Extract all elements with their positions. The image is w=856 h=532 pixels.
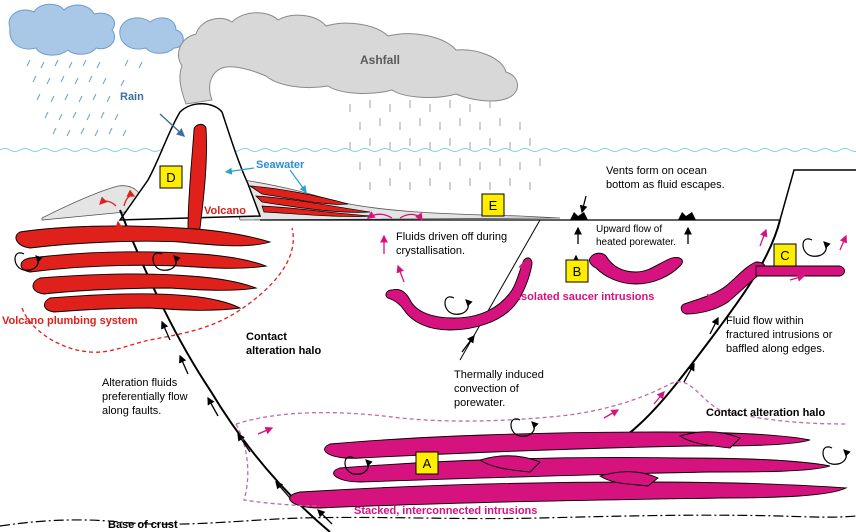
- fluids-driven-line2: crystallisation.: [396, 245, 465, 257]
- alteration-fluids-line3: along faults.: [102, 405, 161, 417]
- ashfall-label: Ashfall: [360, 53, 400, 67]
- upward-flow-line2: heated porewater.: [596, 237, 676, 248]
- fluid-arrows-magenta: [257, 211, 848, 435]
- stacked-intrusions-label: Stacked, interconnected intrusions: [354, 505, 537, 517]
- label-box-c: C: [773, 243, 797, 267]
- fluid-flow-line1: Fluid flow within: [726, 315, 804, 327]
- vents-line1: Vents form on ocean: [606, 165, 707, 177]
- thermal-line2: convection of: [454, 383, 520, 395]
- contact-halo-left-line2: alteration halo: [246, 345, 321, 357]
- volcano-cone: [118, 103, 262, 221]
- label-box-e: E: [481, 193, 505, 217]
- volcano-plumbing-label: Volcano plumbing system: [2, 315, 138, 327]
- fluid-arrows-black: [161, 195, 719, 525]
- label-box-e-text: E: [489, 198, 498, 213]
- label-box-a-text: A: [423, 456, 432, 471]
- contact-halo-lower: [235, 381, 847, 425]
- alteration-fluids-line1: Alteration fluids: [102, 377, 178, 389]
- rain-arrow: [159, 113, 186, 137]
- thermal-line3: porewater.: [454, 397, 505, 409]
- vent-right: [678, 212, 696, 220]
- plumbing-halo: [21, 227, 294, 353]
- contact-halo-left-line1: Contact: [246, 331, 287, 343]
- isolated-saucer-label: Isolated saucer intrusions: [518, 291, 654, 303]
- seawater-arrow-1: [224, 167, 255, 175]
- base-of-crust-line: [0, 514, 856, 527]
- contact-halo-right-label: Contact alteration halo: [706, 407, 825, 419]
- base-of-crust-label: Base of crust: [108, 519, 178, 531]
- stacked-intrusions: [289, 431, 848, 509]
- contact-halo-lower-bottom: [235, 423, 321, 507]
- label-box-b: B: [565, 259, 589, 283]
- fluids-driven-line1: Fluids driven off during: [396, 231, 507, 243]
- apron-sills: [248, 185, 373, 217]
- label-box-b-text: B: [573, 264, 582, 279]
- fluid-arrows-red: [99, 189, 136, 237]
- volcano-plumbing: [15, 123, 272, 313]
- seawater-arrow-2: [289, 169, 307, 193]
- alteration-fluids-line2: preferentially flow: [102, 391, 188, 403]
- label-box-c-text: C: [780, 248, 789, 263]
- rain-streaks: [26, 59, 143, 137]
- upward-flow-line1: Upward flow of: [596, 224, 662, 235]
- sea-surface: [0, 148, 856, 152]
- seawater-label: Seawater: [256, 159, 305, 171]
- vents-line2: bottom as fluid escapes.: [606, 179, 725, 191]
- fault-scarp-top: [779, 169, 856, 221]
- label-box-a: A: [415, 451, 439, 475]
- fluid-flow-line3: baffled along edges.: [726, 343, 825, 355]
- fluid-flow-line2: fractured intrusions or: [726, 329, 833, 341]
- thermal-line1: Thermally induced: [454, 369, 544, 381]
- rain-cloud: [8, 3, 184, 56]
- ash-plume: [178, 12, 518, 105]
- convection-loops: [14, 238, 851, 475]
- label-box-d-text: D: [166, 170, 175, 185]
- vent-left: [570, 212, 588, 220]
- rain-label: Rain: [120, 91, 144, 103]
- label-box-d: D: [159, 165, 183, 189]
- right-fault-scarp: [619, 219, 781, 441]
- volcano-label: Volcano: [204, 205, 246, 217]
- ash-fall-streaks: [349, 100, 541, 190]
